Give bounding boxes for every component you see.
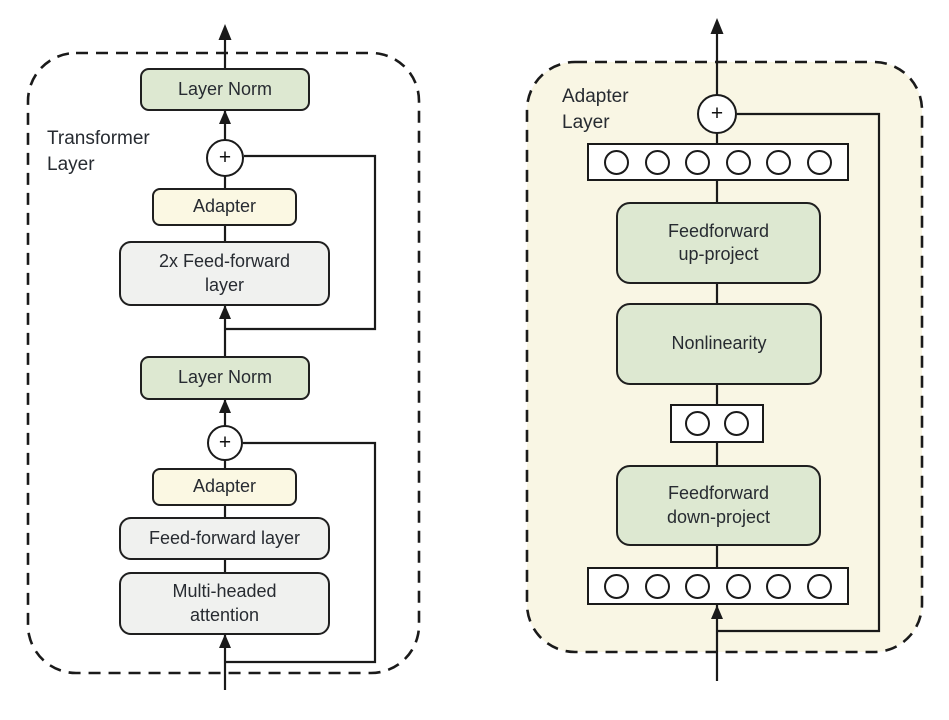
adapter-residual-add-node: + xyxy=(697,94,737,134)
right-skip-connection xyxy=(717,112,881,633)
arrowhead-right-output xyxy=(710,18,724,34)
feature-unit-circle xyxy=(685,411,711,436)
multi-headed-attention-box: Multi-headed attention xyxy=(119,572,330,635)
feature-unit-circle xyxy=(685,573,711,599)
residual-add-top-node: + xyxy=(206,139,244,177)
left-lower-skip-connection xyxy=(225,441,377,664)
feed-forward-layer-box: Feed-forward layer xyxy=(119,517,330,560)
feature-unit-circle xyxy=(806,149,832,175)
feature-row-bottleneck xyxy=(670,404,764,443)
feature-unit-circle xyxy=(725,149,751,175)
feature-row-top xyxy=(587,143,849,181)
feature-unit-circle xyxy=(644,149,670,175)
arrowhead-right-input xyxy=(711,605,723,619)
arrowhead-into-layer-norm-top xyxy=(219,110,231,124)
layer-norm-top-box: Layer Norm xyxy=(140,68,310,111)
feature-unit-circle xyxy=(644,573,670,599)
nonlinearity-box: Nonlinearity xyxy=(616,303,822,385)
feature-unit-circle xyxy=(685,149,711,175)
feed-forward-2x-box: 2x Feed-forward layer xyxy=(119,241,330,306)
adapter-top-box: Adapter xyxy=(152,188,297,226)
feedforward-up-project-box: Feedforward up-project xyxy=(616,202,821,284)
feature-unit-circle xyxy=(723,411,749,436)
feature-unit-circle xyxy=(604,149,630,175)
arrowhead-into-layer-norm-bottom xyxy=(219,399,231,413)
feature-unit-circle xyxy=(604,573,630,599)
adapter-bottom-box: Adapter xyxy=(152,468,297,506)
feature-unit-circle xyxy=(766,149,792,175)
feature-unit-circle xyxy=(725,573,751,599)
layer-norm-bottom-box: Layer Norm xyxy=(140,356,310,400)
arrowhead-left-output xyxy=(218,24,232,40)
feature-unit-circle xyxy=(766,573,792,599)
arrowhead-into-multi-headed-attention xyxy=(219,634,231,648)
residual-add-bottom-node: + xyxy=(207,425,243,461)
transformer-layer-dashed-border xyxy=(26,51,421,675)
transformer-layer-label: Transformer Layer xyxy=(47,128,150,176)
feedforward-down-project-box: Feedforward down-project xyxy=(616,465,821,546)
arrowhead-into-2x-feed-forward xyxy=(219,305,231,319)
feature-unit-circle xyxy=(806,573,832,599)
adapter-layer-label: Adapter Layer xyxy=(562,86,629,134)
feature-row-bottom xyxy=(587,567,849,605)
left-upper-skip-connection xyxy=(225,154,377,331)
